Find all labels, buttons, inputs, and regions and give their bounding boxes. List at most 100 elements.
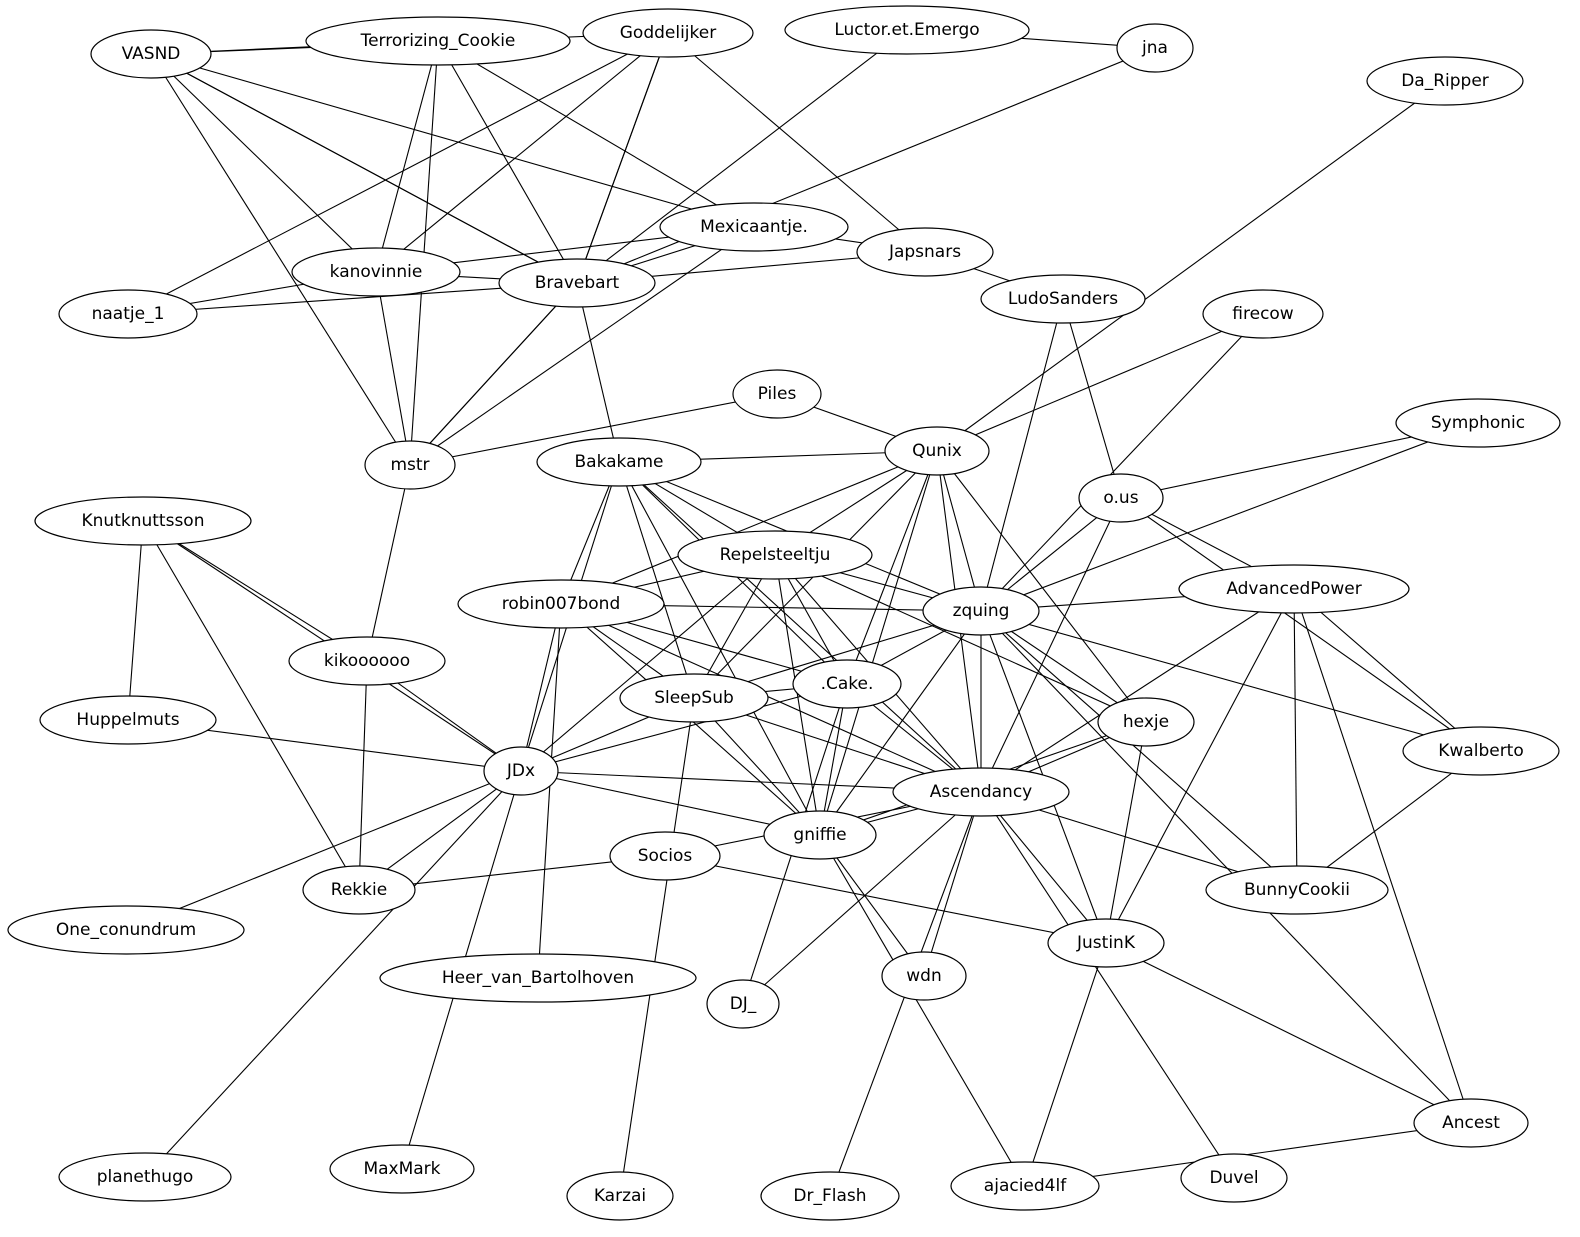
node-label: LudoSanders bbox=[1008, 289, 1118, 309]
edge-advancedpower-ascendancy bbox=[980, 588, 1295, 793]
node-label: kikoooooo bbox=[324, 651, 410, 671]
edge-mexicaantje-mstr bbox=[409, 226, 755, 466]
node-vasnd: VASND bbox=[90, 29, 212, 79]
node-sleepsub: SleepSub bbox=[619, 673, 769, 723]
node-mstr: mstr bbox=[364, 440, 456, 490]
edge-justink-ancest bbox=[1105, 942, 1472, 1124]
edge-bravebart-mstr bbox=[409, 282, 578, 466]
edge-da-ripper-qunix bbox=[936, 80, 1446, 452]
node-ellipse bbox=[950, 1161, 1100, 1211]
node-ellipse bbox=[305, 16, 571, 66]
node-bakakame: Bakakame bbox=[536, 437, 702, 487]
node-goddelijker: Goddelijker bbox=[582, 8, 754, 58]
node-label: VASND bbox=[122, 44, 181, 64]
node-hexje: hexje bbox=[1097, 697, 1195, 747]
node-kikoooooo: kikoooooo bbox=[288, 636, 446, 686]
node-ellipse bbox=[498, 258, 656, 308]
node-label: kanovinnie bbox=[330, 262, 423, 282]
node-label: MaxMark bbox=[363, 1159, 440, 1179]
node-label: Repelsteeltju bbox=[720, 545, 831, 565]
node-dr-flash: Dr_Flash bbox=[760, 1171, 900, 1221]
node-kwalberto: Kwalberto bbox=[1402, 726, 1560, 776]
node-maxmark: MaxMark bbox=[329, 1144, 475, 1194]
edge-firecow-qunix bbox=[936, 313, 1264, 452]
node-ellipse bbox=[706, 979, 780, 1029]
edge-vasnd-mstr bbox=[150, 53, 411, 466]
node-label: Dr_Flash bbox=[793, 1186, 866, 1206]
edge-gniffie-wdn bbox=[819, 834, 925, 977]
node-advancedpower: AdvancedPower bbox=[1178, 564, 1410, 614]
node-justink: JustinK bbox=[1047, 918, 1165, 968]
node-label: DJ_ bbox=[730, 994, 757, 1014]
node-label: One_conundrum bbox=[56, 920, 196, 940]
node-luctor: Luctor.et.Emergo bbox=[784, 5, 1030, 55]
node-rekkie: Rekkie bbox=[302, 865, 416, 915]
edge-repelsteeltju-gniffie bbox=[774, 554, 821, 836]
edge-vasnd-kanovinnie bbox=[150, 53, 377, 273]
node-ellipse bbox=[732, 369, 822, 419]
node-label: Socios bbox=[638, 846, 693, 866]
node-planethugo: planethugo bbox=[58, 1152, 232, 1202]
node-label: JustinK bbox=[1076, 933, 1136, 953]
node-ellipse bbox=[302, 865, 416, 915]
node-ludosanders: LudoSanders bbox=[980, 274, 1146, 324]
node-ellipse bbox=[90, 29, 212, 79]
node-repelsteeltju: Repelsteeltju bbox=[677, 530, 873, 580]
node-label: Mexicaantje. bbox=[700, 217, 808, 237]
node-bravebart: Bravebart bbox=[498, 258, 656, 308]
edge-mstr-kikoooooo bbox=[366, 464, 411, 662]
node-ellipse bbox=[364, 440, 456, 490]
node-ellipse bbox=[1116, 23, 1194, 73]
edge-piles-mstr bbox=[409, 393, 778, 466]
edge-bravebart-bakakame bbox=[576, 282, 620, 463]
node-label: Piles bbox=[758, 384, 797, 404]
node-label: .Cake. bbox=[821, 674, 874, 694]
node-zquing: zquing bbox=[922, 586, 1040, 636]
edge-jdx-one-conundrum bbox=[125, 770, 522, 931]
edge-bakakame-sleepsub bbox=[618, 461, 695, 699]
node-ellipse bbox=[763, 810, 877, 860]
node-ellipse bbox=[329, 1144, 475, 1194]
node-ellipse bbox=[1180, 1153, 1288, 1203]
node-huppelmuts: Huppelmuts bbox=[39, 695, 217, 745]
node-label: gniffie bbox=[793, 825, 846, 845]
edge-jdx-planethugo bbox=[144, 770, 522, 1178]
node-robin007bond: robin007bond bbox=[457, 579, 665, 629]
node-ous: o.us bbox=[1078, 473, 1164, 523]
node-label: o.us bbox=[1103, 488, 1138, 508]
node-ellipse bbox=[7, 905, 245, 955]
edge-qunix-zquing bbox=[936, 450, 982, 612]
node-label: Qunix bbox=[912, 441, 962, 461]
edge-terrorizing-cookie-kanovinnie bbox=[375, 40, 439, 273]
edge-robin007bond-jdx bbox=[520, 603, 562, 772]
edge-terrorizing-cookie-mexicaantje bbox=[437, 40, 755, 228]
node-ellipse bbox=[1413, 1098, 1529, 1148]
node-ascendancy: Ascendancy bbox=[892, 767, 1070, 817]
node-ellipse bbox=[609, 831, 721, 881]
node-terrorizing-cookie: Terrorizing_Cookie bbox=[305, 16, 571, 66]
node-ellipse bbox=[1205, 865, 1389, 915]
edge-sleepsub-karzai bbox=[619, 697, 695, 1197]
edge-luctor-bravebart bbox=[576, 29, 908, 284]
node-label: BunnyCookii bbox=[1244, 880, 1350, 900]
node-ancest: Ancest bbox=[1413, 1098, 1529, 1148]
edge-qunix-cake bbox=[846, 450, 938, 685]
node-bunnycookii: BunnyCookii bbox=[1205, 865, 1389, 915]
edge-qunix-hexje bbox=[936, 450, 1147, 723]
node-label: jna bbox=[1141, 38, 1168, 58]
node-label: hexje bbox=[1123, 712, 1169, 732]
node-label: Japsnars bbox=[888, 242, 961, 262]
edge-ascendancy-justink bbox=[980, 791, 1107, 944]
node-ellipse bbox=[884, 426, 990, 476]
node-socios: Socios bbox=[609, 831, 721, 881]
node-ellipse bbox=[1078, 473, 1164, 523]
node-wdn: wdn bbox=[881, 951, 967, 1001]
edge-hexje-justink bbox=[1105, 721, 1147, 944]
node-heer-van-bartolhoven: Heer_van_Bartolhoven bbox=[379, 953, 697, 1003]
node-ellipse bbox=[536, 437, 702, 487]
node-ellipse bbox=[892, 767, 1070, 817]
edge-vasnd-mexicaantje bbox=[150, 53, 755, 228]
node-label: Da_Ripper bbox=[1401, 71, 1489, 91]
edge-jna-bravebart bbox=[576, 47, 1156, 284]
